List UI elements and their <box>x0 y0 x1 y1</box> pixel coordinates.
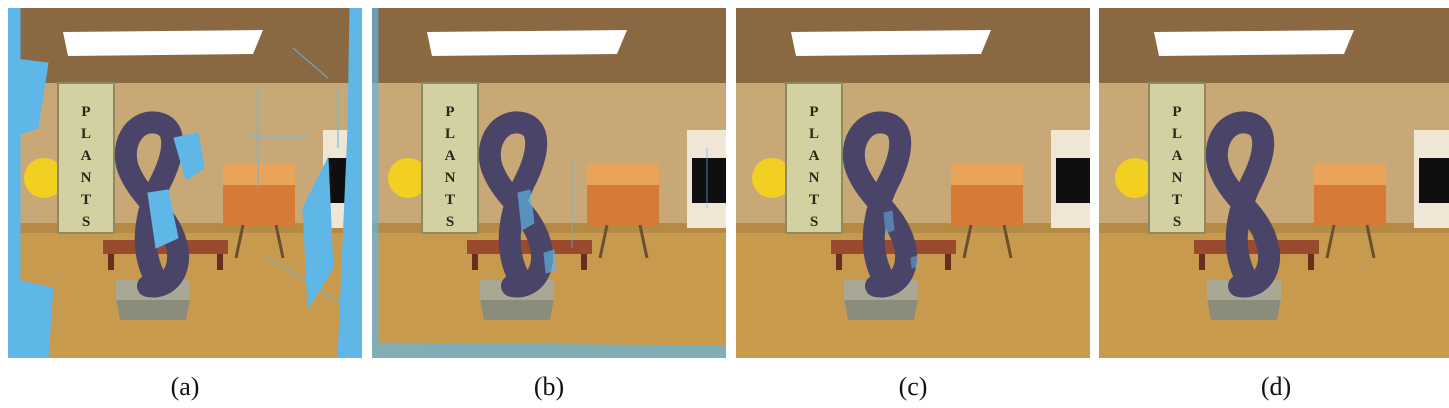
banner-letter: T <box>445 192 455 208</box>
pedestal <box>116 298 190 320</box>
banner-letter: A <box>445 148 456 164</box>
artifact-overlay <box>883 210 919 269</box>
banner-letter: P <box>809 104 818 120</box>
bench <box>1194 240 1319 254</box>
banner-letter: P <box>1172 104 1181 120</box>
banner-letter: P <box>445 104 454 120</box>
twisted-sculpture <box>842 111 917 298</box>
plants-banner <box>421 82 479 234</box>
banner-letter: L <box>1172 126 1182 142</box>
banner-letter: T <box>1172 192 1182 208</box>
wall-emblem <box>24 158 64 198</box>
banner-letter: S <box>446 214 454 230</box>
gallery-render-c: P L A N T S <box>736 8 1090 358</box>
ceiling-light <box>63 30 263 56</box>
artifact-overlay <box>8 8 362 358</box>
plants-banner <box>1148 82 1206 234</box>
banner-letter: N <box>1172 170 1183 186</box>
pedestal <box>844 298 918 320</box>
bench <box>103 240 228 254</box>
ceiling-light <box>1154 30 1354 56</box>
gallery-render-a: P L A N T S <box>8 8 362 358</box>
banner-letter: N <box>809 170 820 186</box>
pedestal <box>1207 298 1281 320</box>
twisted-sculpture <box>1205 111 1280 298</box>
banner-letter: N <box>81 170 92 186</box>
banner-letter: P <box>81 104 90 120</box>
banner-letter: A <box>1172 148 1183 164</box>
banner-letter: S <box>82 214 90 230</box>
caption-d: (d) <box>1260 372 1292 401</box>
plants-banner <box>785 82 843 234</box>
banner-letter: S <box>810 214 818 230</box>
caption-a: (a) <box>170 372 200 401</box>
bench <box>831 240 956 254</box>
banner-letter: T <box>809 192 819 208</box>
panel-b: P L A N T S <box>372 8 726 358</box>
pedestal <box>480 298 554 320</box>
dark-painting <box>1419 158 1449 203</box>
banner-letter: A <box>809 148 820 164</box>
gallery-render-d: P L A N T S <box>1099 8 1449 358</box>
ceiling-light <box>427 30 627 56</box>
caption-b: (b) <box>533 372 565 401</box>
twisted-sculpture <box>478 111 553 298</box>
dark-painting <box>692 158 726 203</box>
panel-a: P L A N T S <box>8 8 362 358</box>
panel-d: P L A N T S <box>1099 8 1449 358</box>
wall-emblem <box>388 158 428 198</box>
gallery-render-b: P L A N T S <box>372 8 726 358</box>
ceiling-light <box>791 30 991 56</box>
banner-letter: S <box>1173 214 1181 230</box>
banner-letter: T <box>81 192 91 208</box>
banner-letter: A <box>81 148 92 164</box>
wall-emblem <box>752 158 792 198</box>
plants-banner <box>57 82 115 234</box>
wall-emblem <box>1115 158 1155 198</box>
banner-letter: N <box>445 170 456 186</box>
banner-letter: L <box>445 126 455 142</box>
banner-letter: L <box>81 126 91 142</box>
artifact-overlay <box>372 8 726 358</box>
dark-painting <box>1056 158 1090 203</box>
banner-letter: L <box>809 126 819 142</box>
bench <box>467 240 592 254</box>
panel-c: P L A N T S <box>736 8 1090 358</box>
caption-c: (c) <box>898 372 928 401</box>
